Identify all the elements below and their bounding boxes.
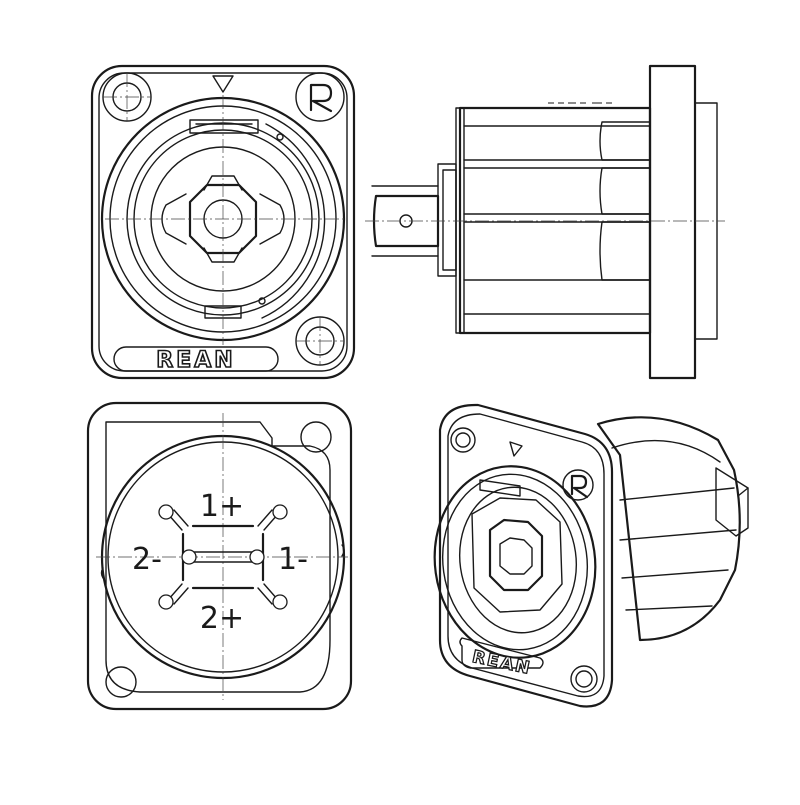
pin-label-2-plus: 2+ bbox=[200, 601, 244, 636]
pin-label-1-plus: 1+ bbox=[200, 489, 244, 524]
triangle-mark-icon bbox=[212, 75, 234, 93]
rear-view: 1+ 2+ 2- 1- bbox=[86, 401, 353, 711]
pin-label-2-minus: 2- bbox=[132, 542, 162, 577]
front-view: REAN bbox=[90, 64, 356, 380]
rean-nameplate: REAN bbox=[113, 346, 279, 374]
rean-nameplate-iso: REAN bbox=[459, 637, 544, 680]
mounting-hole-top-right bbox=[300, 421, 332, 453]
r-logo-icon-iso bbox=[562, 469, 594, 501]
r-logo-icon bbox=[295, 72, 345, 122]
rean-logo-text: REAN bbox=[156, 348, 235, 373]
side-view bbox=[365, 64, 725, 380]
rean-logo-text-iso: REAN bbox=[470, 647, 533, 679]
mounting-hole-bottom-left bbox=[105, 666, 137, 698]
isometric-view: REAN bbox=[433, 403, 749, 708]
triangle-mark-iso-icon bbox=[509, 441, 523, 457]
pin-label-1-minus: 1- bbox=[278, 542, 308, 577]
